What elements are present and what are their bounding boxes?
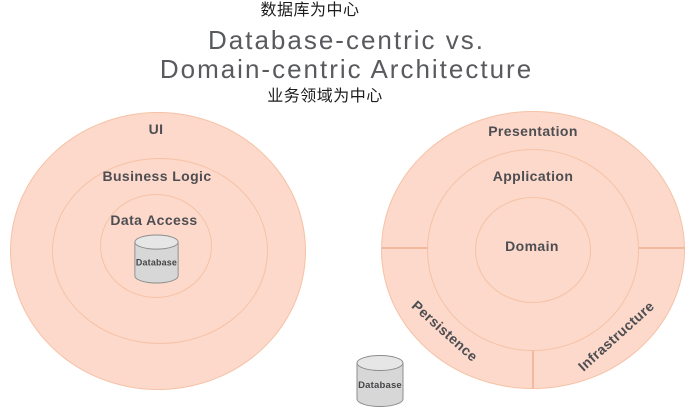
right-inner-ring-domain [475, 197, 591, 303]
ui-ring-label: UI [148, 121, 164, 137]
domain-center-label: Domain [505, 238, 559, 254]
business-logic-ring-label: Business Logic [102, 168, 212, 184]
database-label-left: Database [136, 258, 177, 268]
sector-divider-right [639, 247, 685, 249]
database-label-right: Database [358, 380, 402, 391]
application-ring-label: Application [492, 168, 574, 184]
label-database-centric-chinese: 数据库为中心 [260, 2, 360, 19]
label-domain-centric-chinese: 业务领域为中心 [267, 88, 383, 105]
page-title: Database-centric vs. Domain-centric Arch… [0, 26, 693, 84]
sector-divider-bottom [532, 351, 534, 389]
title-line-2: Domain-centric Architecture [159, 54, 534, 84]
data-access-ring-label: Data Access [110, 212, 198, 228]
database-cylinder-icon-external: Database [356, 355, 404, 407]
database-cylinder-icon-center: Database [134, 234, 179, 284]
sector-divider-left [382, 247, 428, 249]
title-line-1: Database-centric vs. [208, 25, 485, 55]
presentation-ring-label: Presentation [488, 123, 578, 139]
